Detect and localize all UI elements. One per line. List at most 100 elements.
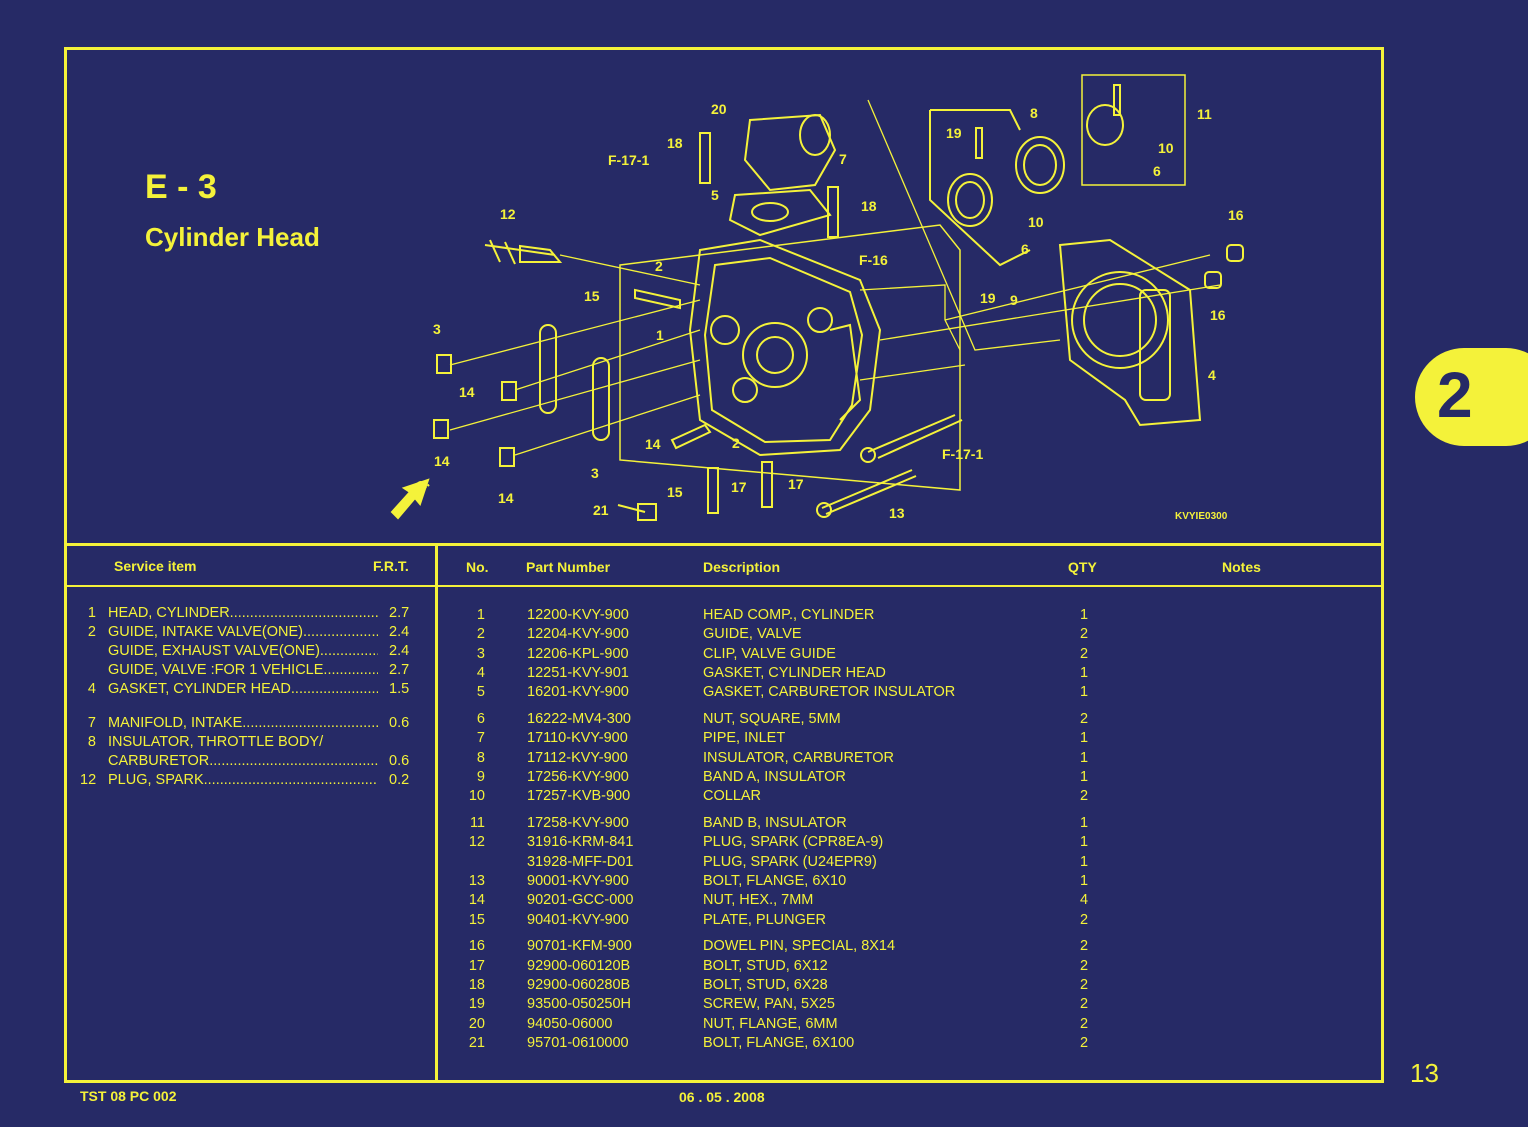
part-row-number: 17257-KVB-900 (527, 788, 631, 805)
callout-label: 21 (593, 502, 609, 518)
callout-label: 14 (459, 384, 475, 400)
part-row-description: PIPE, INLET (703, 730, 786, 747)
part-row-no: 5 (476, 684, 485, 701)
part-row-qty: 1 (1080, 853, 1089, 870)
callout-label: 19 (980, 290, 996, 306)
callout-label: 2 (732, 435, 740, 451)
callout-label: 9 (1010, 292, 1018, 308)
service-row-name: GUIDE, EXHAUST VALVE(ONE)...............… (108, 643, 378, 659)
part-row-no: 6 (476, 711, 485, 727)
callout-label: F-17-1 (608, 152, 649, 168)
part-row-number: 95701-0610000 (527, 1034, 629, 1051)
service-row-frt: 0.6 (389, 715, 410, 731)
frt-header: F.R.T. (373, 558, 409, 574)
service-row-name: HEAD, CYLINDER..........................… (108, 605, 378, 621)
callout-label: 13 (889, 505, 905, 521)
part-row-no: 15 (468, 911, 485, 928)
qty-header: QTY (1068, 559, 1097, 575)
service-row-name: PLUG, SPARK.............................… (108, 772, 378, 788)
part-row-description: PLUG, SPARK (U24EPR9) (703, 853, 877, 870)
part-row-number: 12251-KVY-901 (527, 664, 629, 681)
callout-label: 18 (667, 135, 683, 151)
section-code: E - 3 (145, 168, 217, 206)
callout-label: 19 (946, 125, 962, 141)
callout-label: 12 (500, 206, 516, 222)
part-row-number: 93500-050250H (527, 996, 632, 1013)
part-row-description: BAND A, INSULATOR (703, 768, 846, 785)
part-row-description: INSULATOR, CARBURETOR (703, 749, 894, 766)
part-row-no: 11 (469, 815, 485, 831)
callout-label: 10 (1158, 140, 1174, 156)
part-row-no: 4 (476, 664, 485, 681)
service-table (64, 543, 438, 1083)
service-row-no: 7 (87, 715, 96, 731)
parts-table (435, 543, 1384, 1083)
part-row-qty: 1 (1080, 768, 1089, 785)
callout-label: 15 (667, 484, 683, 500)
part-row-qty: 2 (1080, 1034, 1089, 1051)
part-row-description: BOLT, STUD, 6X12 (703, 957, 828, 974)
service-row-frt: 2.7 (389, 605, 410, 621)
service-row-frt: 0.6 (389, 753, 410, 769)
part-row-description: GUIDE, VALVE (703, 626, 802, 643)
notes-header: Notes (1222, 559, 1261, 575)
service-row-frt: 2.7 (389, 662, 410, 678)
service-row-name: GUIDE, VALVE :FOR 1 VEHICLE.............… (108, 662, 378, 678)
service-row-frt: 0.2 (389, 772, 410, 788)
part-row-no: 10 (468, 788, 485, 805)
callout-label: 20 (711, 101, 727, 117)
callout-label: 4 (1208, 367, 1216, 383)
part-row-number: 92900-060120B (527, 957, 631, 974)
part-row-no: 7 (476, 730, 485, 747)
part-row-no: 14 (468, 892, 485, 909)
part-row-description: BOLT, FLANGE, 6X100 (703, 1034, 855, 1051)
part-row-number: 12204-KVY-900 (527, 626, 629, 643)
part-row-description: SCREW, PAN, 5X25 (703, 996, 835, 1013)
part-row-qty: 1 (1080, 749, 1089, 766)
part-row-no: 12 (468, 834, 485, 851)
service-row-name: CARBURETOR..............................… (108, 753, 378, 769)
callout-label: 16 (1228, 207, 1244, 223)
part-row-qty: 1 (1080, 607, 1089, 623)
doc-code: TST 08 PC 002 (80, 1088, 177, 1104)
callout-label: 10 (1028, 214, 1044, 230)
doc-date: 06 . 05 . 2008 (679, 1089, 765, 1105)
no-header: No. (466, 559, 489, 575)
part-row-qty: 1 (1080, 730, 1089, 747)
part-row-description: BOLT, STUD, 6X28 (703, 976, 828, 993)
callout-label: 17 (788, 476, 804, 492)
part-row-number: 16222-MV4-300 (527, 711, 631, 727)
part-row-qty: 1 (1080, 872, 1089, 889)
part-row-qty: 2 (1080, 645, 1089, 662)
callout-label: F-17-1 (942, 446, 983, 462)
part-row-qty: 2 (1080, 711, 1089, 727)
chapter-tab: 2 (1415, 348, 1528, 446)
part-row-number: 94050-06000 (527, 1015, 613, 1032)
callout-label: 16 (1210, 307, 1226, 323)
part-row-no: 8 (476, 749, 485, 766)
part-row-no: 2 (476, 626, 485, 643)
callout-label: 18 (861, 198, 877, 214)
callout-label: 3 (433, 321, 441, 337)
part-row-no: 17 (468, 957, 485, 974)
part-row-number: 92900-060280B (527, 976, 631, 993)
part-row-number: 90401-KVY-900 (527, 911, 629, 928)
service-row-frt: 2.4 (389, 624, 410, 640)
part-row-no: 21 (468, 1034, 485, 1051)
part-row-description: PLUG, SPARK (CPR8EA-9) (703, 834, 884, 851)
callout-label: 6 (1021, 241, 1029, 257)
part-row-number: 16201-KVY-900 (527, 684, 629, 701)
part-row-description: BOLT, FLANGE, 6X10 (703, 872, 847, 889)
service-header-divider (64, 585, 436, 587)
parts-header-divider (435, 585, 1384, 587)
part-row-no: 3 (476, 645, 485, 662)
service-row-no: 12 (80, 772, 97, 788)
description-header: Description (703, 559, 781, 575)
chapter-number: 2 (1437, 359, 1473, 431)
service-row-frt: 2.4 (389, 643, 410, 659)
part-row-qty: 2 (1080, 957, 1089, 974)
part-row-description: CLIP, VALVE GUIDE (703, 645, 836, 662)
part-row-description: BAND B, INSULATOR (703, 815, 847, 831)
